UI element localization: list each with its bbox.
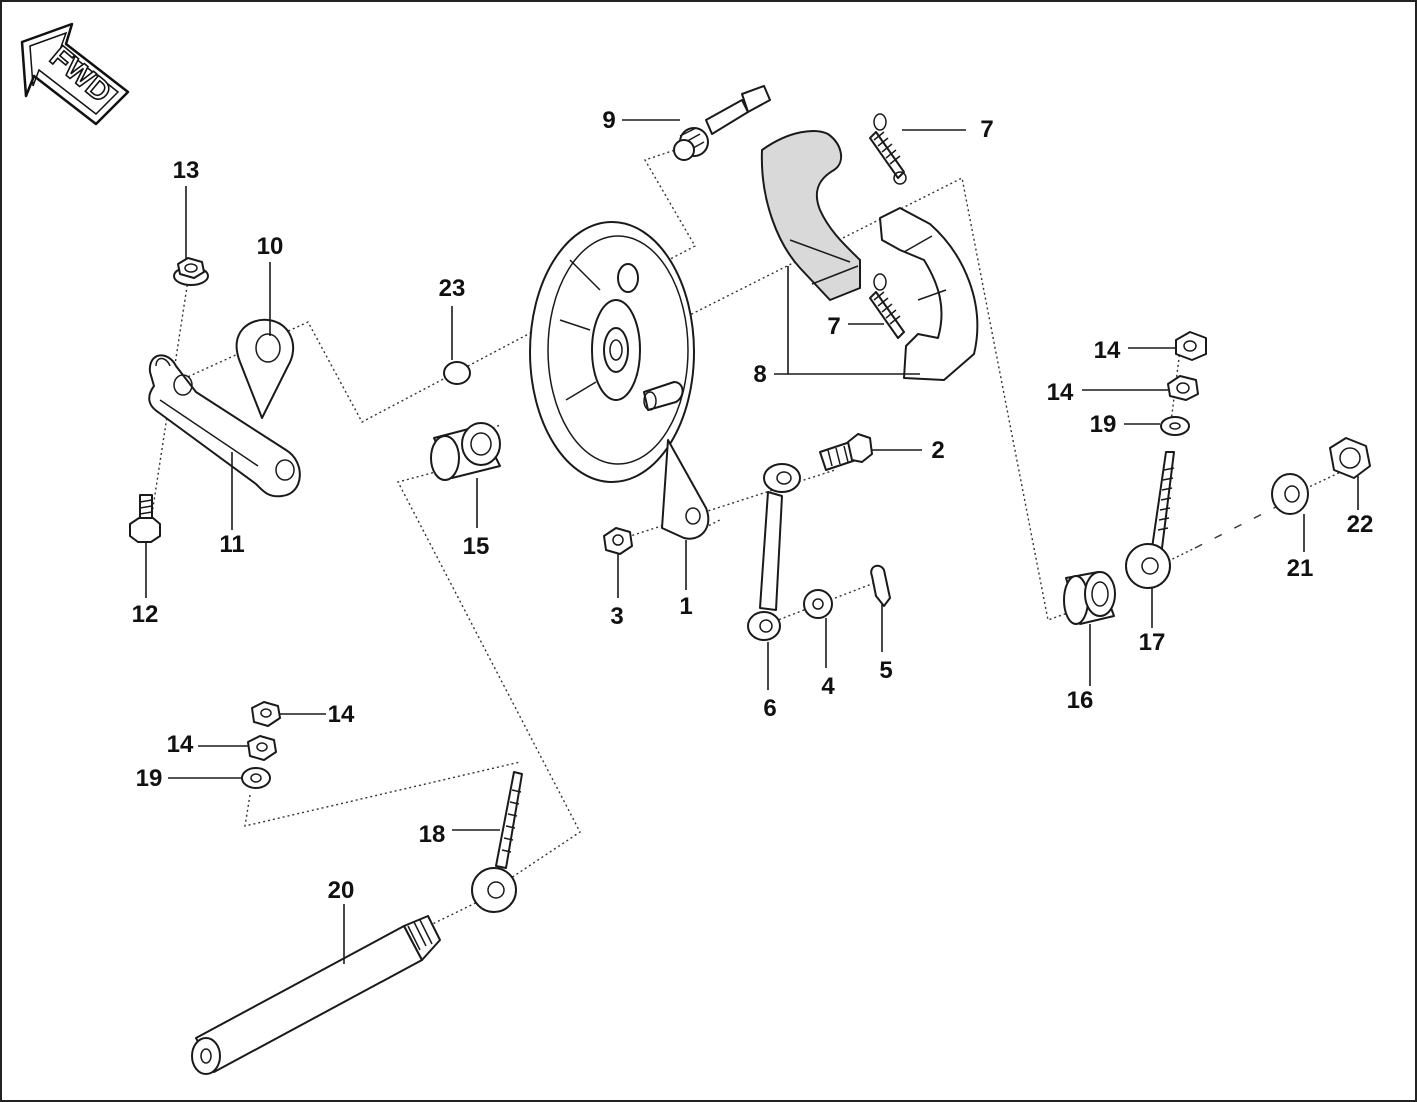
part-8-brake-shoes bbox=[760, 130, 979, 381]
part-7-spring-lower bbox=[869, 273, 905, 339]
part-19-washer-right bbox=[1160, 416, 1190, 436]
part-13-flange-nut bbox=[173, 257, 209, 286]
callout-14-right-lower: 14 bbox=[1047, 379, 1074, 406]
callout-numbers: 13 10 11 12 23 15 9 7 7 8 2 3 1 6 4 5 14… bbox=[132, 107, 1374, 904]
part-14-nut-left-lower bbox=[247, 735, 277, 761]
callout-14-left-upper: 14 bbox=[328, 701, 355, 728]
part-2-bolt bbox=[819, 433, 873, 471]
callout-7-lower: 7 bbox=[827, 313, 840, 340]
callout-19-right: 19 bbox=[1090, 411, 1117, 438]
callout-16: 16 bbox=[1067, 687, 1094, 714]
callout-9: 9 bbox=[602, 107, 615, 134]
part-15-bushing bbox=[430, 422, 501, 481]
part-21-washer bbox=[1271, 473, 1309, 515]
callout-1: 1 bbox=[679, 593, 692, 620]
callout-13: 13 bbox=[173, 157, 200, 184]
callout-2: 2 bbox=[931, 437, 944, 464]
part-17-eye-bolt-right bbox=[1125, 451, 1175, 589]
part-16-bushing bbox=[1063, 571, 1116, 625]
part-12-bolt bbox=[129, 494, 161, 543]
callout-5: 5 bbox=[879, 657, 892, 684]
forward-arrow-icon: FWD bbox=[20, 22, 130, 126]
part-6-link-rod bbox=[747, 463, 801, 641]
leader-lines bbox=[145, 119, 1359, 964]
callout-22: 22 bbox=[1347, 511, 1374, 538]
callout-23: 23 bbox=[439, 275, 466, 302]
part-22-axle-nut bbox=[1329, 437, 1371, 479]
callout-11: 11 bbox=[219, 531, 244, 558]
part-4-washer bbox=[803, 589, 833, 619]
callout-10: 10 bbox=[257, 233, 284, 260]
part-10-tag bbox=[235, 318, 295, 419]
callout-20: 20 bbox=[328, 877, 355, 904]
callout-19-left: 19 bbox=[136, 765, 163, 792]
part-18-eye-bolt-left bbox=[471, 771, 523, 913]
callout-17: 17 bbox=[1139, 629, 1166, 656]
part-5-cotter-pin bbox=[870, 564, 891, 607]
part-3-nut bbox=[603, 527, 633, 555]
callout-7-upper: 7 bbox=[980, 116, 993, 143]
assembly-lines bbox=[147, 144, 1346, 931]
callout-15: 15 bbox=[463, 533, 490, 560]
part-14-nut-right-lower bbox=[1167, 375, 1199, 401]
callout-18: 18 bbox=[419, 821, 446, 848]
part-14-nut-left-upper bbox=[251, 701, 281, 727]
part-14-nut-right-upper bbox=[1175, 331, 1207, 361]
callout-14-left-lower: 14 bbox=[167, 731, 194, 758]
part-7-spring-upper bbox=[869, 113, 907, 185]
callout-14-right-upper: 14 bbox=[1094, 337, 1121, 364]
part-1-brake-plate bbox=[529, 221, 710, 540]
callout-3: 3 bbox=[610, 603, 623, 630]
part-9-adjuster-shaft bbox=[673, 85, 771, 161]
part-23-o-ring bbox=[443, 361, 471, 385]
callout-8: 8 bbox=[753, 361, 766, 388]
part-11-lever-arm bbox=[148, 354, 301, 498]
callout-12: 12 bbox=[132, 601, 159, 628]
callout-6: 6 bbox=[763, 695, 776, 722]
callout-21: 21 bbox=[1287, 555, 1314, 582]
callout-4: 4 bbox=[821, 673, 835, 700]
part-20-axle bbox=[191, 915, 441, 1075]
part-19-washer-left bbox=[241, 767, 271, 789]
